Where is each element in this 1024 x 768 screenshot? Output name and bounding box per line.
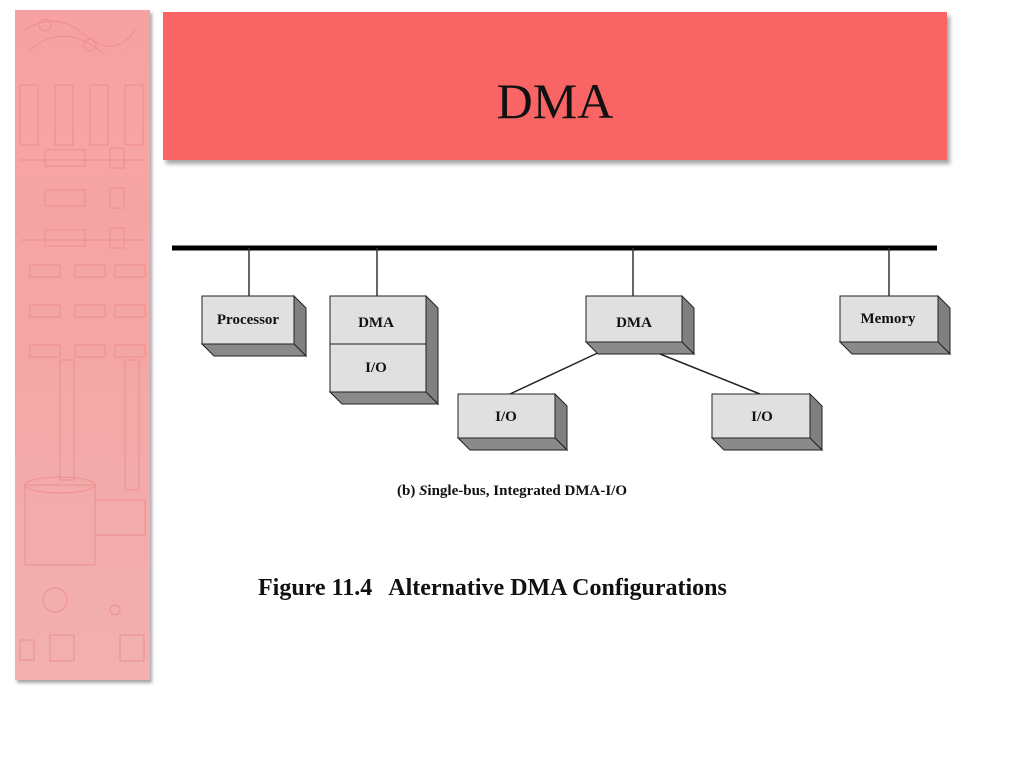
- figure-title: Alternative DMA Configurations: [388, 575, 727, 601]
- dma-io-links: [509, 349, 761, 395]
- dma-left-label: DMA: [358, 315, 394, 331]
- dma-io-stack-box: DMA I/O: [328, 294, 440, 406]
- subfigure-caption: (b) Single-bus, Integrated DMA-I/O: [0, 483, 1024, 500]
- slide-title: DMA: [496, 73, 614, 129]
- sidebar-decoration-graphic: [19, 18, 146, 662]
- dma-center-box: DMA: [584, 294, 696, 356]
- io-center-right-box: I/O: [710, 392, 824, 452]
- subcaption-italic: S: [419, 483, 428, 499]
- figure-number: Figure 11.4: [258, 575, 373, 601]
- io-left-label: I/O: [365, 360, 387, 376]
- figure-caption: Figure 11.4 Alternative DMA Configuration…: [258, 575, 743, 602]
- io-center-left-box: I/O: [456, 392, 569, 452]
- bus-connectors: [248, 248, 890, 296]
- processor-box: Processor: [200, 294, 308, 358]
- subcaption-rest: ingle-bus, Integrated DMA-I/O: [427, 483, 627, 499]
- processor-label: Processor: [217, 312, 280, 328]
- io-center-right-label: I/O: [751, 409, 773, 425]
- io-center-left-label: I/O: [495, 409, 517, 425]
- memory-box: Memory: [838, 294, 952, 356]
- dma-center-label: DMA: [616, 315, 652, 331]
- memory-label: Memory: [861, 311, 916, 327]
- decorative-sidebar: [15, 10, 150, 680]
- subcaption-prefix: (b): [396, 483, 420, 499]
- title-banner: DMA: [163, 12, 947, 160]
